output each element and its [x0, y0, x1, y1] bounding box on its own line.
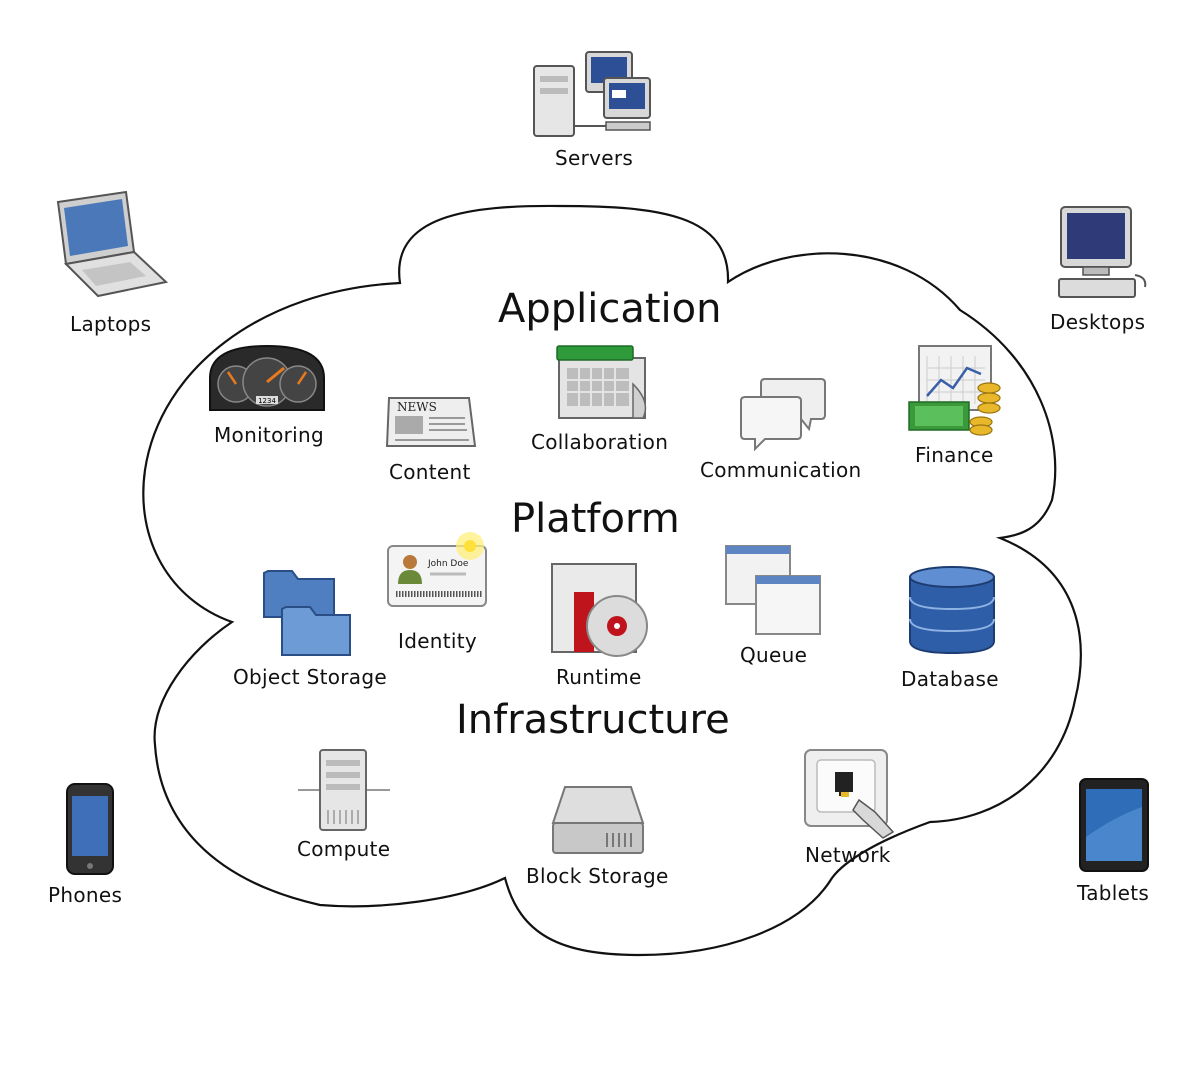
desktop-icon: [1058, 206, 1147, 298]
runtime-label: Runtime: [556, 665, 642, 689]
network-jack-icon: [804, 749, 895, 839]
hard-drive-icon: [551, 786, 645, 854]
server-tower-icon: [298, 749, 390, 831]
gauge-icon: 1234: [209, 344, 325, 411]
newspaper-icon: NEWS: [385, 397, 477, 447]
id-card-icon: John Doe: [387, 532, 487, 607]
section-title-infrastructure: Infrastructure: [456, 697, 730, 743]
laptop-icon: [56, 190, 169, 298]
network-label: Network: [805, 843, 891, 867]
database-label: Database: [901, 667, 999, 691]
phone-icon: [66, 783, 114, 875]
runtime-disc-icon: [551, 563, 648, 657]
desktops-label: Desktops: [1050, 310, 1146, 334]
object-storage-label: Object Storage: [233, 665, 387, 689]
phones-label: Phones: [48, 883, 123, 907]
newspaper-masthead: NEWS: [397, 400, 437, 414]
database-icon: [909, 566, 995, 655]
id-card-name: John Doe: [427, 559, 469, 569]
tablets-label: Tablets: [1077, 881, 1150, 905]
queue-windows-icon: [725, 545, 821, 635]
servers-label: Servers: [555, 146, 634, 170]
folders-icon: [263, 570, 351, 656]
section-title-platform: Platform: [511, 496, 680, 542]
queue-label: Queue: [740, 643, 808, 667]
compute-label: Compute: [297, 837, 391, 861]
tablet-icon: [1079, 778, 1149, 872]
identity-label: Identity: [398, 629, 478, 653]
chat-bubbles-icon: [740, 378, 826, 452]
servers-icon: [533, 51, 651, 137]
finance-label: Finance: [915, 443, 994, 467]
content-label: Content: [389, 460, 471, 484]
finance-icon: [908, 345, 1001, 436]
section-title-application: Application: [498, 286, 722, 332]
block-storage-label: Block Storage: [526, 864, 669, 888]
calendar-icon: [556, 345, 647, 419]
gauge-readout: 1234: [258, 397, 276, 405]
monitoring-label: Monitoring: [214, 423, 324, 447]
laptops-label: Laptops: [70, 312, 152, 336]
collaboration-label: Collaboration: [531, 430, 669, 454]
communication-label: Communication: [700, 458, 862, 482]
